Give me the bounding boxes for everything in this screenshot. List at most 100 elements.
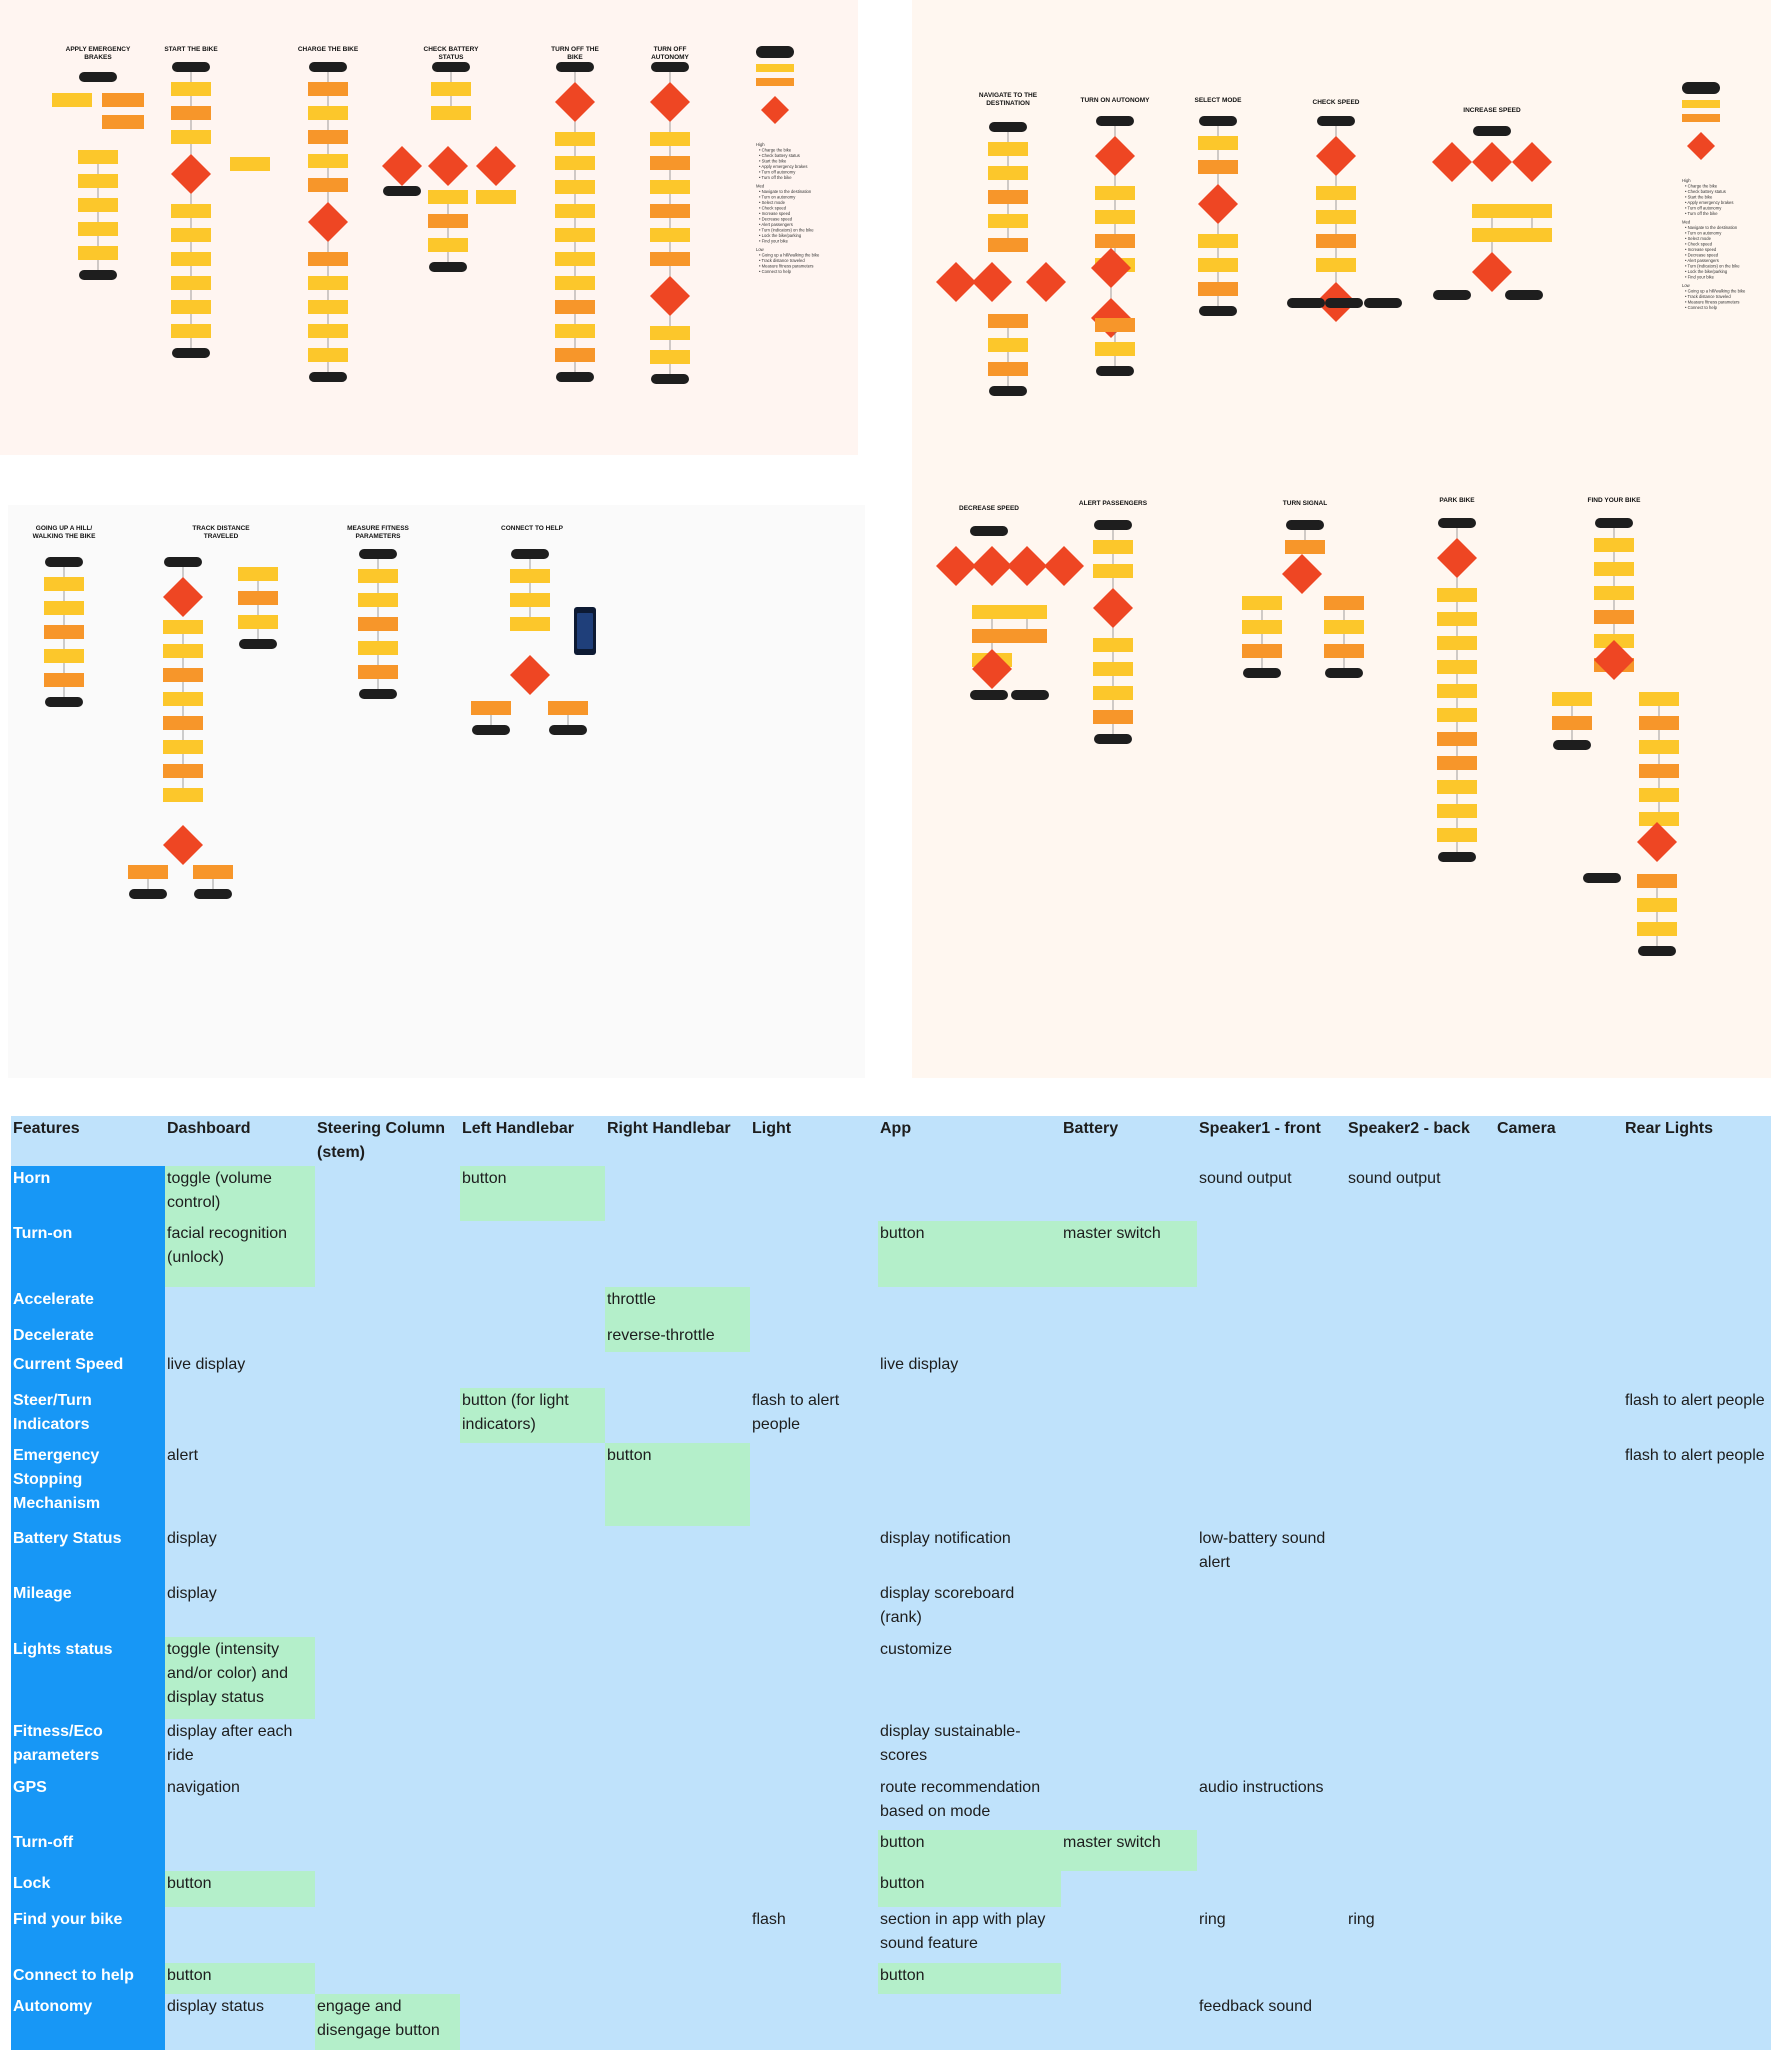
step-sticky-note xyxy=(1316,234,1356,248)
column-header: Steering Column (stem) xyxy=(315,1116,460,1166)
legend-item: • Check battery status xyxy=(1685,189,1726,194)
legend-item: • Check speed xyxy=(1685,242,1713,247)
feature-name: Horn xyxy=(11,1166,165,1222)
legend-item: • Lock the bike/parking xyxy=(759,233,802,238)
decision-diamond xyxy=(308,202,348,242)
step-sticky-note xyxy=(988,142,1028,156)
decision-diamond xyxy=(1437,538,1477,578)
terminal-node xyxy=(1011,690,1049,700)
table-cell xyxy=(1061,1323,1197,1352)
feature-name: Turn-on xyxy=(11,1221,165,1288)
step-sticky-note xyxy=(650,350,690,364)
table-cell xyxy=(1197,1962,1346,1995)
step-sticky-note xyxy=(555,300,595,314)
flowchart-title: CHARGE THE BIKE xyxy=(298,46,359,53)
table-cell xyxy=(460,1907,605,1963)
table-cell xyxy=(1061,1287,1197,1324)
table-cell xyxy=(750,1774,878,1831)
step-sticky-note xyxy=(171,276,211,290)
step-sticky-note xyxy=(44,649,84,663)
table-cell xyxy=(750,1636,878,1720)
terminal-node xyxy=(45,557,83,567)
table-cell: throttle xyxy=(605,1287,750,1324)
table-cell xyxy=(460,1871,605,1908)
decision-diamond xyxy=(1198,184,1238,224)
legend-item: • Turn on autonomy xyxy=(1685,231,1722,236)
table-cell xyxy=(878,1287,1061,1324)
table-cell xyxy=(1623,1287,1771,1324)
table-cell xyxy=(1623,1994,1771,2050)
terminal-node xyxy=(1595,518,1633,528)
step-sticky-note xyxy=(163,692,203,706)
terminal-node xyxy=(1287,298,1325,308)
legend-item: • Measure fitness parameters xyxy=(759,264,814,269)
table-cell: flash to alert people xyxy=(750,1387,878,1444)
decision-diamond xyxy=(1472,142,1512,182)
table-cell xyxy=(315,1166,460,1222)
terminal-node xyxy=(1199,306,1237,316)
step-sticky-note xyxy=(1437,756,1477,770)
table-cell xyxy=(1061,1351,1197,1388)
step-sticky-note xyxy=(163,644,203,658)
step-sticky-note xyxy=(555,276,595,290)
table-cell xyxy=(1346,1323,1495,1352)
column-header: Battery xyxy=(1061,1116,1197,1166)
legend-sticky xyxy=(756,64,794,72)
table-cell xyxy=(1495,1830,1623,1872)
column-header: Left Handlebar xyxy=(460,1116,605,1166)
table-cell: toggle (intensity and/or color) and disp… xyxy=(165,1636,315,1720)
step-sticky-note xyxy=(1198,160,1238,174)
decision-diamond xyxy=(936,262,976,302)
step-sticky-note xyxy=(102,115,144,129)
legend-heading: Med xyxy=(1682,220,1691,225)
decision-diamond xyxy=(163,577,203,617)
table-cell xyxy=(1346,1581,1495,1637)
table-cell xyxy=(315,1719,460,1775)
step-sticky-note xyxy=(78,246,118,260)
table-cell xyxy=(315,1221,460,1288)
legend-item: • Find your bike xyxy=(759,239,789,244)
table-cell xyxy=(605,1166,750,1222)
table-cell xyxy=(878,1387,1061,1444)
step-sticky-note xyxy=(1437,732,1477,746)
step-sticky-note xyxy=(510,617,550,631)
legend-heading: Low xyxy=(756,247,765,252)
step-sticky-note xyxy=(1637,898,1677,912)
table-cell xyxy=(1346,1830,1495,1872)
terminal-node xyxy=(1438,852,1476,862)
terminal-node xyxy=(1286,520,1324,530)
step-sticky-note xyxy=(358,665,398,679)
decision-diamond xyxy=(171,154,211,194)
terminal-node xyxy=(129,889,167,899)
step-sticky-note xyxy=(1437,612,1477,626)
step-sticky-note xyxy=(1594,538,1634,552)
step-sticky-note xyxy=(163,716,203,730)
table-cell xyxy=(1197,1636,1346,1720)
table-cell xyxy=(1197,1221,1346,1288)
legend-item: • Apply emergency brakes xyxy=(1685,200,1733,205)
table-cell xyxy=(1346,1287,1495,1324)
legend-item: • Apply emergency brakes xyxy=(759,164,807,169)
column-header: Speaker1 - front xyxy=(1197,1116,1346,1166)
legend-heading: Low xyxy=(1682,283,1691,288)
step-sticky-note xyxy=(308,252,348,266)
legend-item: • Turn (indicators) on the bike xyxy=(759,228,814,233)
legend-item: • Measure fitness parameters xyxy=(1685,300,1740,305)
table-cell xyxy=(750,1166,878,1222)
step-sticky-note xyxy=(650,180,690,194)
table-cell xyxy=(605,1907,750,1963)
legend-item: • Turn off the bike xyxy=(1685,211,1718,216)
table-cell xyxy=(1346,1221,1495,1288)
legend-item: • Navigate to the destination xyxy=(1685,225,1738,230)
step-sticky-note xyxy=(1242,620,1282,634)
table-cell xyxy=(460,1221,605,1288)
table-cell: reverse-throttle xyxy=(605,1323,750,1352)
table-cell xyxy=(460,1774,605,1831)
table-cell xyxy=(315,1323,460,1352)
terminal-node xyxy=(1243,668,1281,678)
table-cell xyxy=(750,1287,878,1324)
